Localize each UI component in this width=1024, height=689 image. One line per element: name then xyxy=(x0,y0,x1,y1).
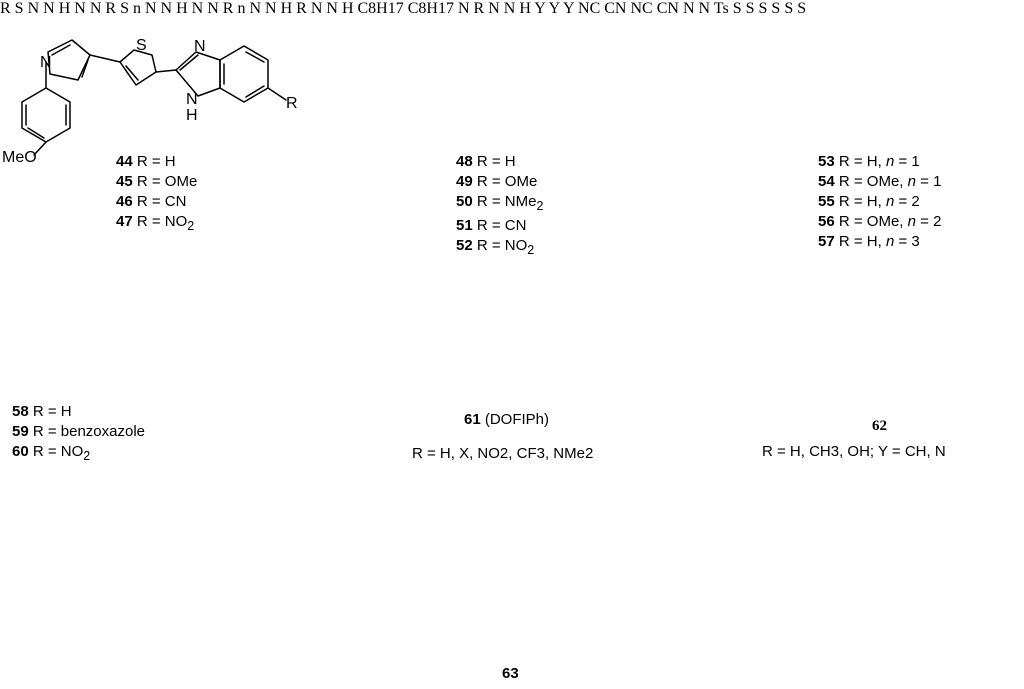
caption-48-52: 48 R = H 49 R = OMe 50 R = NMe2 51 R = C… xyxy=(456,152,543,260)
caption-line: 52 R = NO2 xyxy=(456,237,535,257)
structure-62: N R N N H Y Y Y xyxy=(457,0,575,17)
structure-48-52: R S N N H N N xyxy=(0,0,102,17)
caption-line: 51 R = CN xyxy=(456,217,527,234)
caption-62-number: 62 xyxy=(872,418,887,434)
svg-text:H: H xyxy=(186,107,198,124)
caption-line: 57 R = H, n = 3 xyxy=(818,233,920,250)
structure-53-57: R S n N N H N N xyxy=(105,0,219,17)
structure-44-47: N S N N H R MeO xyxy=(2,37,298,166)
svg-text:N: N xyxy=(194,38,206,55)
caption-line: 45 R = OMe xyxy=(116,173,198,190)
caption-line: 59 R = benzoxazole xyxy=(12,423,146,440)
caption-line: 48 R = H xyxy=(456,153,516,170)
caption-line: 47 R = NO2 xyxy=(116,213,195,233)
caption-61-substituents: R = H, X, NO2, CF3, NMe2 xyxy=(412,445,594,462)
caption-line: 60 R = NO2 xyxy=(12,443,91,463)
caption-53-57: 53 R = H, n = 1 54 R = OMe, n = 1 55 R =… xyxy=(818,152,941,252)
svg-text:N: N xyxy=(40,54,52,71)
caption-line: 56 R = OMe, n = 2 xyxy=(818,213,942,230)
structure-61: R N N H C8H17 C8H17 xyxy=(296,0,454,17)
caption-line: 49 R = OMe xyxy=(456,173,538,190)
caption-line: 50 R = NMe2 xyxy=(456,193,544,213)
caption-61: 61 (DOFIPh) xyxy=(464,411,550,428)
svg-text:MeO: MeO xyxy=(2,149,37,166)
caption-line: 44 R = H xyxy=(116,153,176,170)
caption-line: 46 R = CN xyxy=(116,193,187,210)
caption-58-60: 58 R = H 59 R = benzoxazole 60 R = NO2 xyxy=(12,402,145,466)
svg-text:N: N xyxy=(186,91,198,108)
structure-58-60: R n N N H xyxy=(222,0,293,17)
caption-line: 55 R = H, n = 2 xyxy=(818,193,920,210)
caption-line: 53 R = H, n = 1 xyxy=(818,153,920,170)
caption-63: 63 xyxy=(502,665,519,682)
svg-text:S: S xyxy=(136,37,147,54)
caption-62-substituents: R = H, CH3, OH; Y = CH, N xyxy=(762,443,946,460)
caption-line: 54 R = OMe, n = 1 xyxy=(818,173,942,190)
caption-44-47: 44 R = H 45 R = OMe 46 R = CN 47 R = NO2 xyxy=(116,152,197,236)
structure-63: NC CN NC CN N N Ts S S S S S S xyxy=(578,0,807,17)
caption-line: 58 R = H xyxy=(12,403,72,420)
svg-text:R: R xyxy=(286,95,298,112)
